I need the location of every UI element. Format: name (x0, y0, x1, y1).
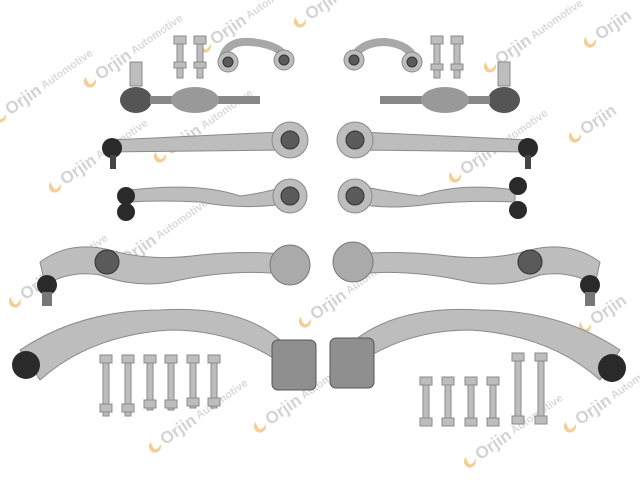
lower-front-arm-right (332, 241, 601, 306)
upper-curved-arm-left (117, 178, 308, 221)
upper-control-arm-right (336, 121, 538, 169)
lower-rear-arm-left (12, 308, 317, 391)
tie-rod-end-left (120, 61, 260, 113)
upper-curved-arm-right (337, 177, 527, 219)
bolt (430, 35, 464, 79)
stabilizer-link-right (343, 37, 423, 73)
bolt-set-left (99, 354, 221, 417)
tie-rod-end-right (380, 61, 520, 113)
lower-rear-arm-right (329, 308, 626, 389)
stabilizer-link-left (217, 37, 295, 73)
upper-control-arm-left (102, 121, 309, 169)
bolt (173, 35, 207, 79)
lower-front-arm-left (37, 244, 311, 306)
bolt-set-right (419, 352, 548, 427)
